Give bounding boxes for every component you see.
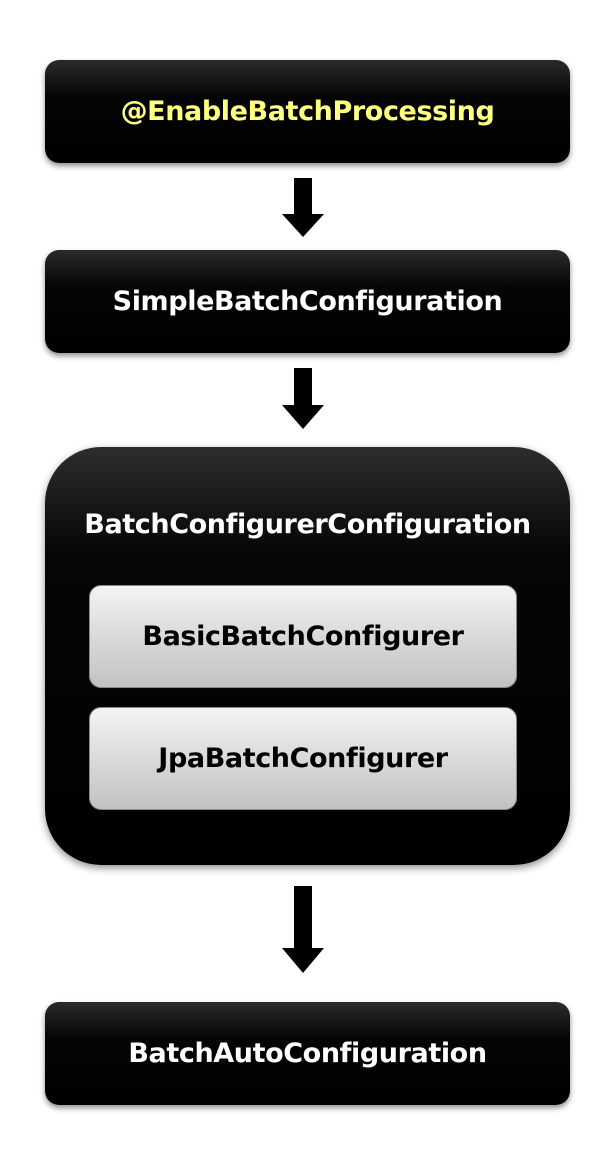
jpa-batch-configurer-label: JpaBatchConfigurer — [158, 743, 448, 774]
simple-batch-configuration-node: SimpleBatchConfiguration — [45, 250, 570, 353]
arrow-down-icon — [282, 886, 324, 973]
arrow-down-icon — [282, 178, 324, 237]
batch-configurer-configuration-title: BatchConfigurerConfiguration — [84, 509, 531, 540]
jpa-batch-configurer-node: JpaBatchConfigurer — [89, 707, 517, 810]
batch-auto-configuration-label: BatchAutoConfiguration — [128, 1038, 487, 1069]
enable-batch-processing-label: @EnableBatchProcessing — [120, 96, 495, 127]
basic-batch-configurer-node: BasicBatchConfigurer — [89, 585, 517, 688]
simple-batch-configuration-label: SimpleBatchConfiguration — [112, 286, 503, 317]
arrow-down-icon — [282, 368, 324, 429]
batch-auto-configuration-node: BatchAutoConfiguration — [45, 1002, 570, 1105]
basic-batch-configurer-label: BasicBatchConfigurer — [142, 621, 464, 652]
batch-configurer-configuration-group: BatchConfigurerConfiguration BasicBatchC… — [45, 447, 570, 865]
enable-batch-processing-node: @EnableBatchProcessing — [45, 60, 570, 163]
